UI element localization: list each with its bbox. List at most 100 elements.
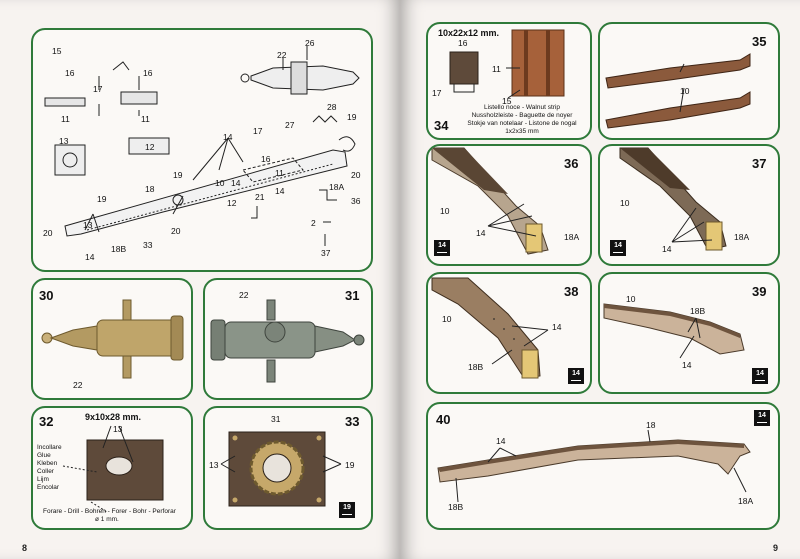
part-label: 13	[113, 424, 123, 434]
part-label: 11	[275, 168, 284, 178]
part-number-badge: 14	[434, 240, 450, 256]
part-label: 20	[171, 226, 181, 236]
step-number: 30	[39, 288, 54, 303]
part-label: 36	[351, 196, 361, 206]
step-32-panel: 32 9x10x28 mm. 13 Incollare Glue Kleben …	[31, 406, 193, 530]
step-number: 31	[345, 288, 360, 303]
step-34-panel: 10x22x12 mm. 34 16 17 11 15 Listello noc…	[426, 22, 592, 140]
carriage-end-illustration	[431, 147, 549, 255]
wooden-block-illustration	[62, 425, 164, 513]
exploded-diagram-drawing	[44, 46, 360, 246]
strip-note: Listello noce - Walnut strip Nussholzlei…	[467, 104, 577, 135]
part-label: 17	[93, 84, 103, 94]
part-label: 18	[646, 420, 656, 430]
left-page: 15 16 17 16 11 11 22 26 13 12 28 27 19 1…	[0, 0, 400, 559]
part-label: 10	[620, 198, 630, 208]
part-label: 10	[215, 178, 225, 188]
step-36-panel: 36 10 14 18A 14	[426, 144, 592, 266]
part-label: 26	[305, 38, 315, 48]
right-page: 10x22x12 mm. 34 16 17 11 15 Listello noc…	[400, 0, 800, 559]
painted-cannon-illustration	[210, 299, 365, 383]
step-38-panel: 38 10 14 18B 14	[426, 272, 592, 394]
block-and-strip-illustration	[449, 29, 565, 99]
cannon-barrel-illustration	[41, 299, 184, 379]
step-number: 35	[752, 34, 767, 49]
part-label: 16	[458, 38, 468, 48]
part-label: 28	[327, 102, 337, 112]
part-label: 22	[277, 50, 287, 60]
carriage-side-illustration	[603, 303, 745, 359]
part-label: 18	[145, 184, 155, 194]
step-number: 33	[345, 414, 360, 429]
part-label: 13	[83, 220, 93, 230]
part-label: 33	[143, 240, 153, 250]
carriage-sides-illustration	[605, 53, 751, 129]
part-label: 31	[271, 414, 281, 424]
part-label: 18A	[564, 232, 580, 242]
step-number: 40	[436, 412, 451, 427]
part-label: 19	[347, 112, 357, 122]
part-label: 12	[227, 198, 237, 208]
step-39-panel: 39 10 18B 14 14	[598, 272, 780, 394]
part-label: 14	[552, 322, 562, 332]
dimension-label: 10x22x12 mm.	[438, 28, 500, 38]
part-label: 10	[440, 206, 450, 216]
part-label: 16	[65, 68, 75, 78]
part-label: 15	[502, 96, 512, 106]
exploded-diagram-panel: 15 16 17 16 11 11 22 26 13 12 28 27 19 1…	[31, 28, 373, 272]
part-label: 14	[476, 228, 486, 238]
part-label: 17	[253, 126, 263, 136]
step-number: 32	[39, 414, 54, 429]
glue-note: Incollare Glue Kleben Coller Lijm Encola…	[37, 444, 62, 491]
part-label: 27	[285, 120, 295, 130]
part-label: 22	[239, 290, 249, 300]
part-label: 10	[442, 314, 452, 324]
block-with-ring-illustration	[220, 431, 342, 507]
carriage-end-illustration	[619, 147, 727, 251]
dimension-label: 9x10x28 mm.	[85, 412, 142, 422]
step-number: 36	[564, 156, 579, 171]
part-label: 12	[145, 142, 155, 152]
part-number-badge: 19	[339, 502, 355, 518]
step-33-panel: 33 31 13 19 19	[203, 406, 373, 530]
step-number: 34	[434, 118, 449, 133]
part-label: 11	[61, 114, 70, 124]
part-number-badge: 14	[568, 368, 584, 384]
page-number-right: 9	[772, 543, 778, 553]
part-label: 18A	[738, 496, 754, 506]
part-label: 21	[255, 192, 265, 202]
part-label: 14	[662, 244, 672, 254]
step-40-panel: 40 18 14 18B 18A 14	[426, 402, 780, 530]
part-label: 13	[209, 460, 219, 470]
part-label: 18A	[734, 232, 750, 242]
part-label: 10	[626, 294, 636, 304]
part-label: 11	[141, 114, 150, 124]
part-label: 14	[682, 360, 692, 370]
part-label: 20	[351, 170, 361, 180]
part-label: 14	[231, 178, 241, 188]
part-label: 13	[59, 136, 69, 146]
page-number-left: 8	[22, 543, 28, 553]
step-30-panel: 30 22	[31, 278, 193, 400]
part-label: 18B	[690, 306, 706, 316]
part-label: 14	[223, 132, 233, 142]
step-31-panel: 31 22	[203, 278, 373, 400]
part-label: 19	[173, 170, 183, 180]
part-label: 37	[321, 248, 331, 258]
part-number-badge: 14	[610, 240, 626, 256]
step-37-panel: 37 10 14 18A 14	[598, 144, 780, 266]
part-label: 20	[43, 228, 53, 238]
part-label: 14	[496, 436, 506, 446]
step-number: 39	[752, 284, 767, 299]
step-number: 37	[752, 156, 767, 171]
part-label: 19	[97, 194, 107, 204]
assembled-side-illustration	[437, 429, 751, 503]
step-number: 38	[564, 284, 579, 299]
carriage-rear-illustration	[431, 277, 549, 379]
part-label: 16	[143, 68, 153, 78]
part-label: 18A	[329, 182, 345, 192]
part-label: 19	[345, 460, 355, 470]
part-label: 18B	[448, 502, 464, 512]
part-label: 2	[311, 218, 316, 228]
